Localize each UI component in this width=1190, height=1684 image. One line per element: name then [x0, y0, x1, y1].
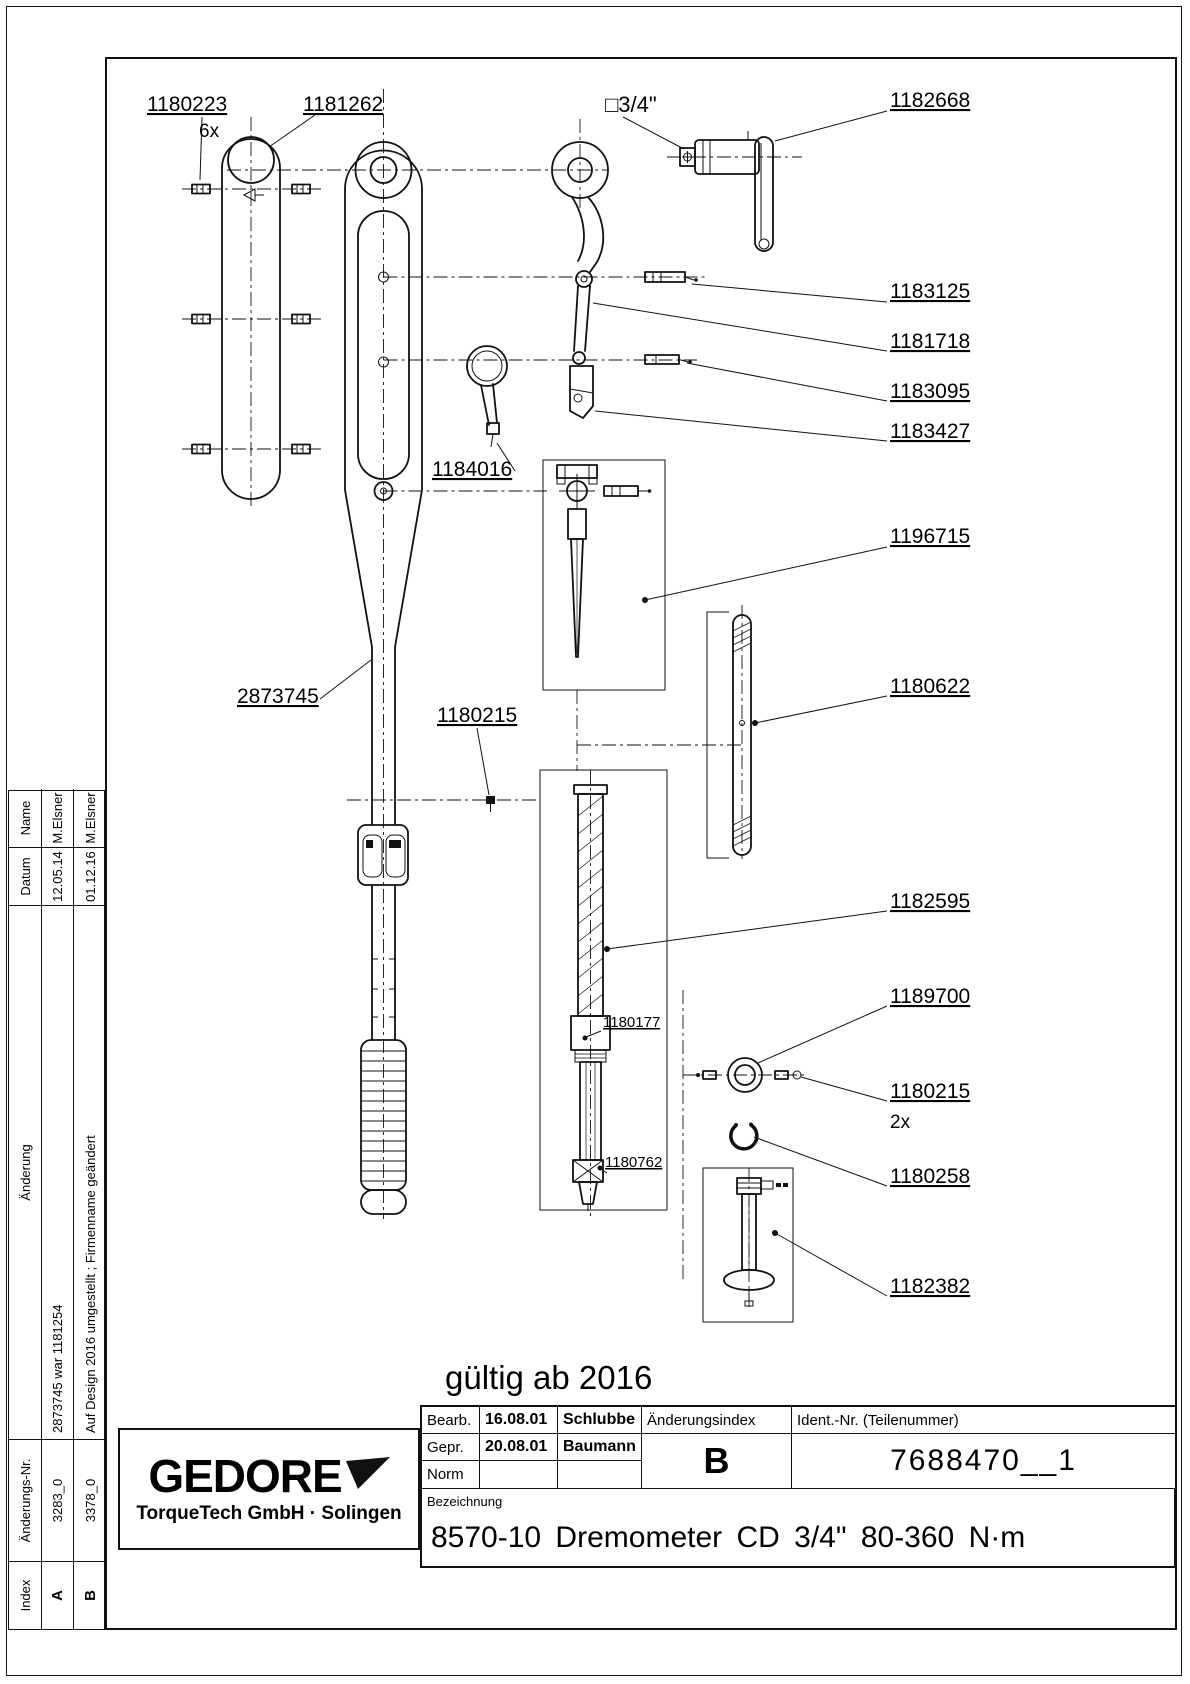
part-label-1182595: 1182595	[890, 890, 970, 913]
ratchet-head-part	[679, 131, 774, 252]
bearb-label: Bearb.	[422, 1407, 480, 1434]
parts-diagram: 1180223 6x 1181262 □3/4" 1182668 1183125…	[147, 89, 970, 1396]
rev-b-date: 01.12.16	[74, 847, 106, 905]
part-label-1183125: 1183125	[890, 280, 970, 303]
main-body-part	[344, 141, 423, 1215]
company-logo-box: GEDORE TorqueTech GmbH · Solingen	[118, 1428, 420, 1550]
screw-part	[486, 796, 495, 812]
brand-subtitle: TorqueTech GmbH · Solingen	[136, 1503, 402, 1524]
rev-a-date: 12.05.14	[42, 847, 74, 905]
rev-b-nr: 3378_0	[74, 1439, 106, 1561]
ident-label: Ident.-Nr. (Teilenummer)	[792, 1407, 1175, 1434]
aenderungsindex-value: B	[642, 1434, 792, 1489]
title-block: Bearb. 16.08.01 Schlubbe Änderungsindex …	[420, 1405, 1177, 1568]
square-drive-label: □3/4"	[605, 92, 657, 117]
part-label-2873745: 2873745	[237, 685, 319, 708]
part-designation: 8570-10 Dremometer CD 3/4" 80-360 N·m	[422, 1510, 1175, 1566]
gepr-label: Gepr.	[422, 1434, 480, 1461]
rod-hatching	[577, 795, 604, 1015]
qty-label-6x: 6x	[199, 121, 220, 142]
rev-b-index: B	[74, 1561, 106, 1629]
part-label-1180762: 1180762	[605, 1154, 662, 1171]
flat-bar-part	[706, 611, 752, 859]
grip-knurling	[362, 1050, 405, 1182]
bezeichnung-label: Bezeichnung	[422, 1489, 1175, 1510]
ring-part	[696, 1057, 802, 1093]
part-label-1180258: 1180258	[890, 1165, 970, 1188]
ident-value: 7688470__1	[792, 1434, 1175, 1489]
retaining-ring-part	[729, 1122, 759, 1151]
bearb-date: 16.08.01	[480, 1407, 558, 1434]
rev-b-change: Auf Design 2016 umgestellt ; Firmenname …	[74, 905, 106, 1439]
drawing-frame	[105, 57, 1177, 1630]
part-label-1183095: 1183095	[890, 380, 970, 403]
pin-1183095	[644, 354, 692, 365]
rev-a-nr: 3283_0	[42, 1439, 74, 1561]
part-label-1189700: 1189700	[890, 985, 970, 1008]
revision-table: Index Änderungs-Nr. Änderung Datum Name …	[8, 789, 106, 1630]
clip-part	[466, 345, 508, 448]
rev-header-date: Datum	[9, 847, 42, 905]
part-labels: 1180223 6x 1181262 □3/4" 1182668 1183125…	[147, 89, 970, 1298]
part-label-1182668: 1182668	[890, 89, 970, 112]
part-label-1181718: 1181718	[890, 330, 970, 353]
part-label-1182382: 1182382	[890, 1275, 970, 1298]
part-label-1180223: 1180223	[147, 93, 227, 116]
part-label-1180622: 1180622	[890, 675, 970, 698]
rev-header-change: Änderung	[9, 905, 42, 1439]
part-label-1180177: 1180177	[603, 1014, 660, 1031]
rev-header-name: Name	[9, 789, 42, 847]
part-label-1184016: 1184016	[432, 458, 512, 481]
validity-note: gültig ab 2016	[445, 1359, 652, 1396]
part-label-1180215: 1180215	[437, 704, 517, 727]
brand-flag-icon	[345, 1457, 390, 1489]
norm-name	[558, 1461, 642, 1489]
qty-label-2x: 2x	[890, 1112, 911, 1133]
brand-name: GEDORE	[148, 1450, 342, 1502]
rev-header-index: Index	[9, 1561, 42, 1629]
sheet-outer-border	[6, 6, 1182, 1676]
torsion-bar-part	[539, 769, 668, 1211]
rev-b-name: M.Elsner	[82, 792, 98, 844]
part-label-1183427: 1183427	[890, 420, 970, 443]
rev-header-nr: Änderungs-Nr.	[9, 1439, 42, 1561]
norm-date	[480, 1461, 558, 1489]
pin-1183125	[644, 271, 698, 283]
rev-a-name: M.Elsner	[42, 789, 74, 847]
tube-part	[221, 136, 281, 500]
pointer-assembly-part	[542, 459, 666, 691]
pin-set	[191, 183, 311, 455]
bearb-name: Schlubbe	[558, 1407, 642, 1434]
gepr-name: Baumann	[558, 1434, 642, 1461]
leader-lines	[199, 110, 888, 1297]
gepr-date: 20.08.01	[480, 1434, 558, 1461]
norm-label: Norm	[422, 1461, 480, 1489]
part-label-1181262: 1181262	[303, 93, 383, 116]
aenderungsindex-label: Änderungsindex	[642, 1407, 792, 1434]
part-label-1180215-2x: 1180215	[890, 1080, 970, 1103]
center-lines	[182, 89, 805, 1311]
revision-sidebar: Index Änderungs-Nr. Änderung Datum Name …	[8, 789, 106, 1630]
rev-a-index: A	[42, 1561, 74, 1629]
locking-pin-part	[702, 1167, 794, 1323]
part-label-1196715: 1196715	[890, 525, 970, 548]
rev-a-change: 2873745 war 1181254	[42, 905, 74, 1439]
release-lever-part	[551, 141, 609, 419]
